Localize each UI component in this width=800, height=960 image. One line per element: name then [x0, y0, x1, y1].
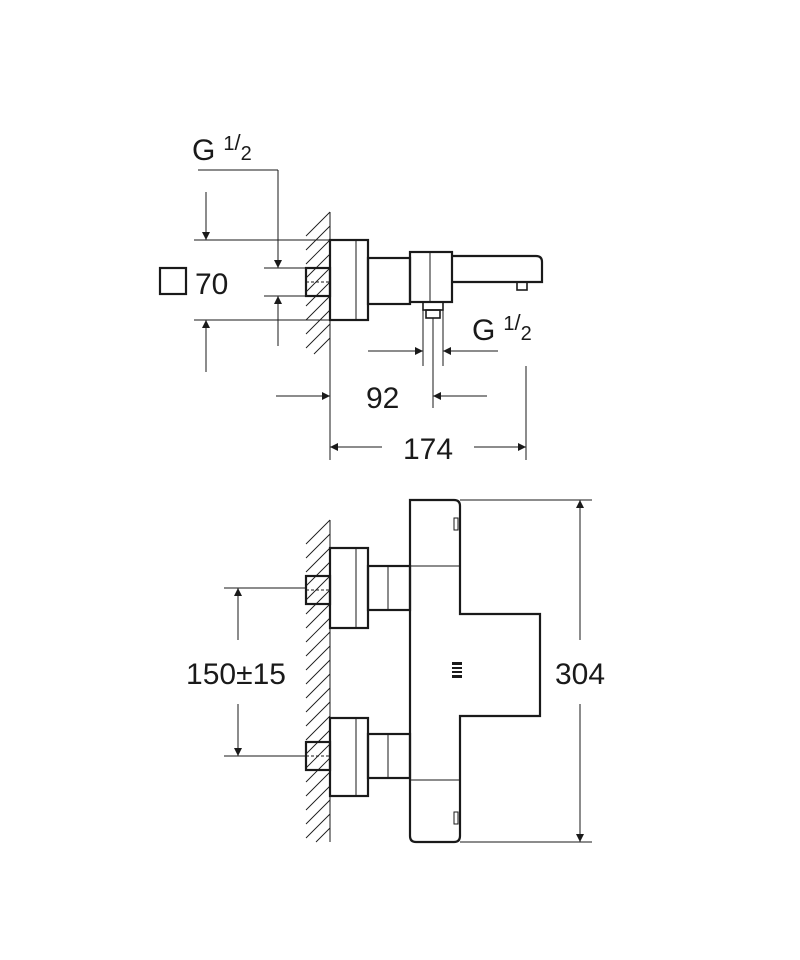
upper-connector: [366, 564, 412, 612]
lower-flange: [328, 716, 370, 798]
brand-logo-icon: [452, 662, 462, 678]
overall-height-label: 304: [555, 658, 605, 691]
wall-hatch-front: [305, 519, 331, 843]
outlet-offset-label: 92: [366, 382, 399, 415]
outlet-thread-dimension: [368, 310, 498, 366]
overall-height-dimension: [460, 499, 592, 843]
mixer-top-outline: [304, 238, 544, 322]
thermostat-body: [408, 498, 542, 844]
square-size-dimension: [194, 192, 330, 372]
square-symbol-icon: [158, 266, 188, 296]
square-size-label: 70: [195, 268, 228, 301]
lower-connector: [366, 732, 412, 780]
front-view: 150±15 304: [186, 498, 605, 844]
inlet-spacing-label: 150±15: [186, 658, 286, 691]
diverter-block: [408, 250, 454, 304]
shower-outlet-collar: [422, 301, 444, 311]
mixer-front-outline: [304, 498, 542, 844]
outlet-offset-dimension: [276, 318, 487, 460]
inlet-thread-dimension: [198, 169, 318, 346]
upper-flange: [328, 546, 370, 630]
spout: [452, 254, 544, 284]
wall-hatch-top: [305, 211, 331, 355]
body-section: [366, 256, 412, 306]
spout-aerator: [516, 281, 528, 291]
wall-flange-block: [328, 238, 370, 322]
overall-depth-label: 174: [403, 433, 453, 466]
shower-outlet-nipple: [425, 309, 441, 319]
inlet-spacing-dimension: [224, 587, 306, 757]
overall-depth-dimension: [330, 366, 527, 460]
